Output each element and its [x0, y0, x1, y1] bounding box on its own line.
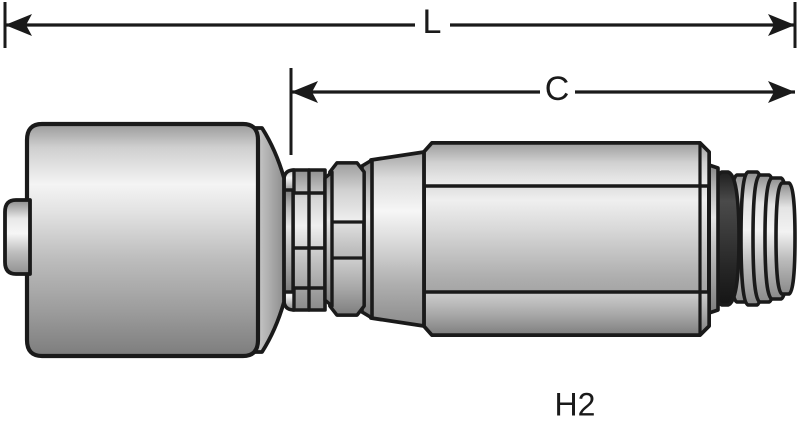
mid-cylinder-body	[369, 150, 426, 328]
hose-stub-body	[3, 198, 32, 276]
large-hex-facet-bottom	[422, 290, 711, 337]
dimension-overall-length: L	[3, 2, 797, 48]
crimp-ferrule	[24, 121, 261, 359]
small-hex-facet-bottom	[328, 256, 366, 317]
thread-turn-5	[774, 181, 797, 296]
fitting-assembly	[3, 121, 797, 359]
large-hex-body	[422, 141, 711, 337]
mid-cylinder	[360, 150, 426, 328]
dimension-label-C: C	[545, 70, 570, 108]
small-hex-nut	[328, 161, 366, 317]
dimension-coupling-length: C	[289, 68, 795, 155]
ferrule-body	[24, 121, 261, 359]
small-hex-facet-top	[328, 161, 366, 224]
hose-stub	[3, 198, 32, 276]
collar-right-band	[323, 170, 334, 308]
large-hex-facet-top	[422, 141, 711, 188]
stepped-collar-rings	[281, 168, 334, 312]
dimension-label-L: L	[423, 3, 442, 41]
thread-callout-label: H2	[555, 386, 596, 422]
